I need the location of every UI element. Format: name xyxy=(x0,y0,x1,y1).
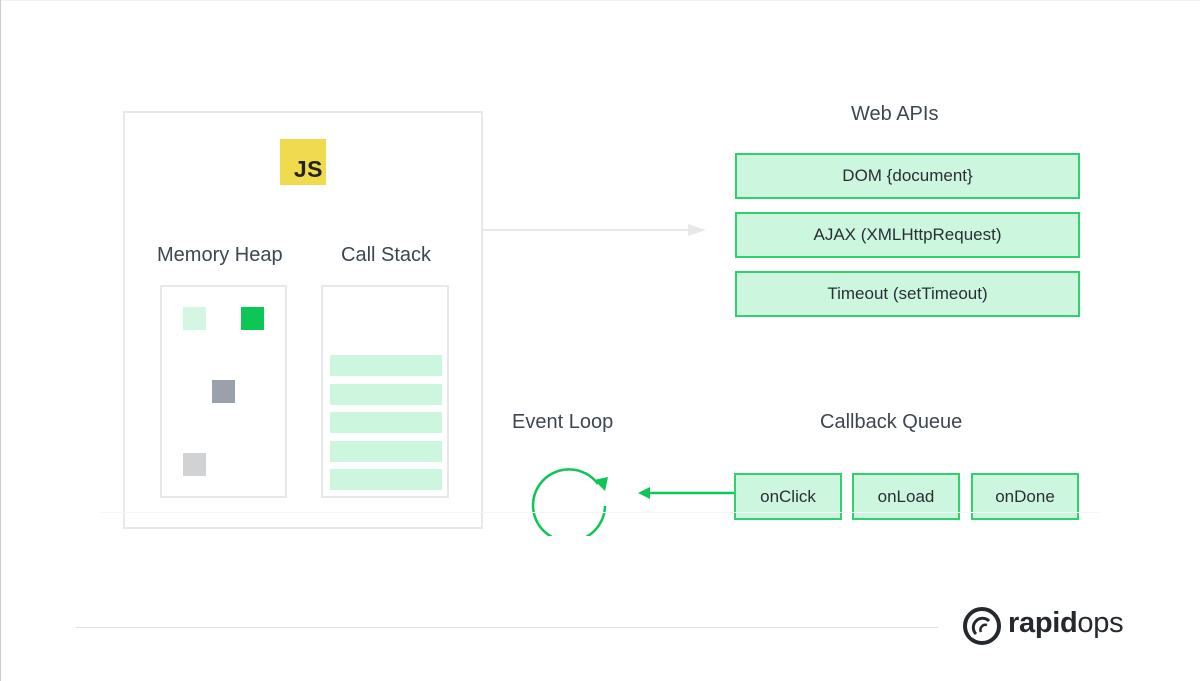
left-border xyxy=(0,0,1,681)
callback-queue-title: Callback Queue xyxy=(820,411,963,433)
engine-to-webapis-arrow xyxy=(483,229,688,231)
call-stack-box xyxy=(321,285,449,498)
memory-heap-label: Memory Heap xyxy=(157,244,283,266)
rapidops-logo-icon xyxy=(963,607,1001,645)
js-logo-icon: JS xyxy=(280,139,326,185)
event-loop-label: Event Loop xyxy=(512,411,614,433)
memory-heap-box xyxy=(160,285,287,498)
top-border xyxy=(0,0,1200,1)
js-logo-text: JS xyxy=(293,156,323,182)
heap-object-light-green xyxy=(183,307,206,330)
call-stack-label: Call Stack xyxy=(341,244,432,266)
js-engine-box xyxy=(123,111,483,529)
footer-divider xyxy=(76,627,938,628)
stack-frame xyxy=(330,384,442,405)
event-loop-cycle-icon xyxy=(531,468,608,536)
faint-divider xyxy=(100,512,1100,513)
web-apis-title: Web APIs xyxy=(851,103,939,125)
brand-name-bold: rapid xyxy=(1008,607,1078,639)
heap-object-gray xyxy=(212,380,235,403)
brand-wordmark: rapidops xyxy=(1008,607,1124,640)
stack-frame xyxy=(330,441,442,462)
stack-frame xyxy=(330,469,442,490)
heap-object-green xyxy=(241,307,264,330)
queue-to-loop-arrow-icon xyxy=(638,487,734,499)
brand-name-regular: ops xyxy=(1077,607,1124,639)
web-api-timeout: Timeout (setTimeout) xyxy=(735,271,1080,317)
web-api-ajax: AJAX (XMLHttpRequest) xyxy=(735,212,1080,258)
engine-to-webapis-arrowhead-icon xyxy=(688,224,706,236)
web-api-dom: DOM {document} xyxy=(735,153,1080,199)
heap-object-light-gray xyxy=(183,453,206,476)
stack-frame xyxy=(330,355,442,376)
stack-frame xyxy=(330,412,442,433)
